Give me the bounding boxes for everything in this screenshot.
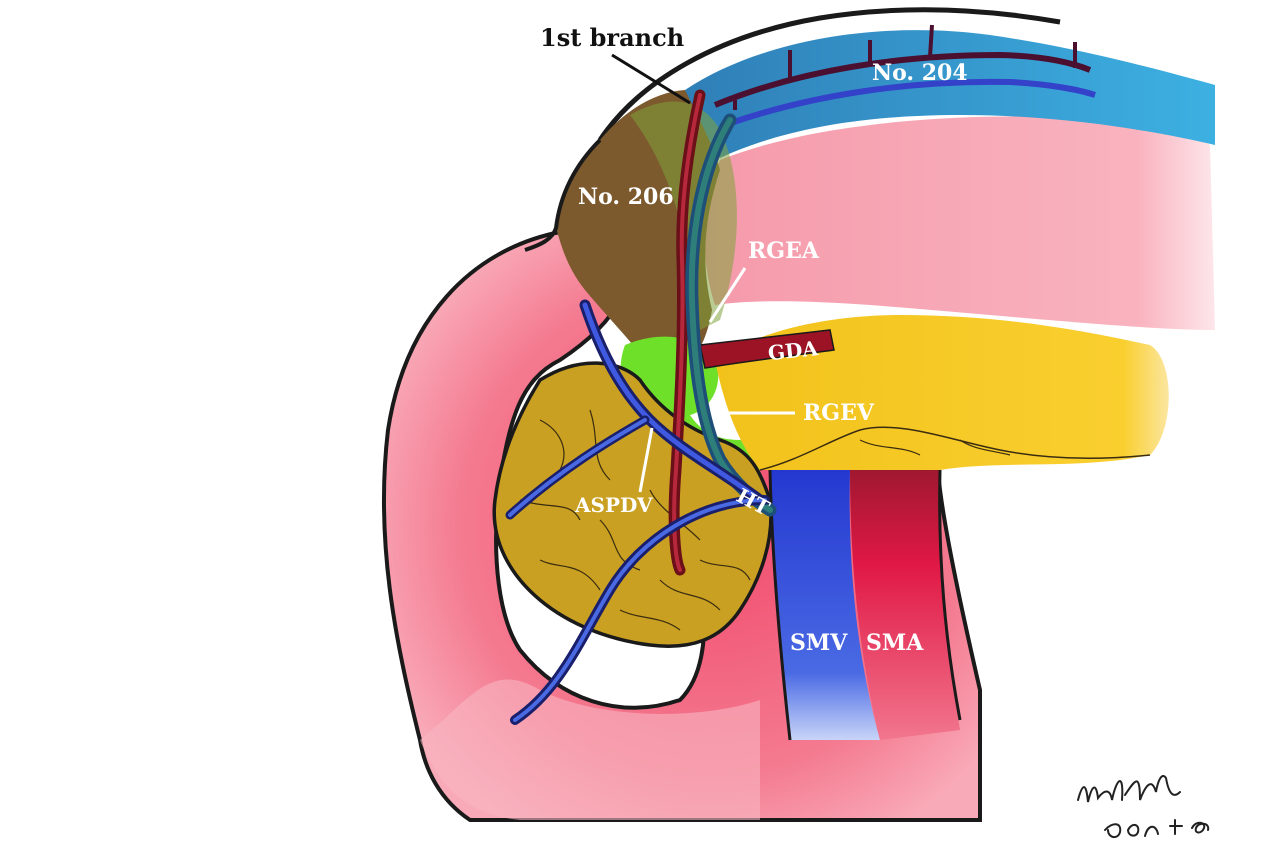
pancreas-body (715, 315, 1169, 470)
leader-lines (611, 53, 795, 493)
no206-wall (524, 138, 602, 252)
omentum-no204 (685, 30, 1215, 158)
label-1st-branch: 1st branch (540, 23, 684, 52)
label-sma: SMA (866, 630, 924, 656)
vein-branch-left-highlight (508, 418, 647, 517)
aspdv-vein-highlight (582, 302, 763, 503)
duodenum-lower-shade (420, 679, 760, 820)
pancreas-head (492, 361, 773, 648)
vein-branch-lower-highlight (513, 498, 767, 722)
gda-artery (699, 329, 835, 369)
stomach (704, 116, 1215, 330)
smv (770, 470, 880, 740)
label-smv: SMV (790, 630, 848, 656)
artist-signature (1077, 774, 1210, 838)
omental-artery (713, 51, 1092, 108)
label-gda: GDA (767, 336, 820, 365)
label-aspdv: ASPDV (574, 493, 653, 517)
omental-vein (724, 78, 1096, 128)
sma-right-contour (938, 469, 962, 721)
label-rgev: RGEV (803, 400, 875, 426)
sma (850, 470, 960, 740)
label-no204: No. 204 (872, 60, 968, 86)
pancreas-edge (759, 426, 1151, 471)
label-no206: No. 206 (578, 184, 674, 210)
green-lymph-node (620, 336, 760, 470)
label-rgea: RGEA (748, 238, 820, 264)
greater-curvature-contour (597, 7, 1061, 142)
omental-branches (733, 24, 1077, 110)
